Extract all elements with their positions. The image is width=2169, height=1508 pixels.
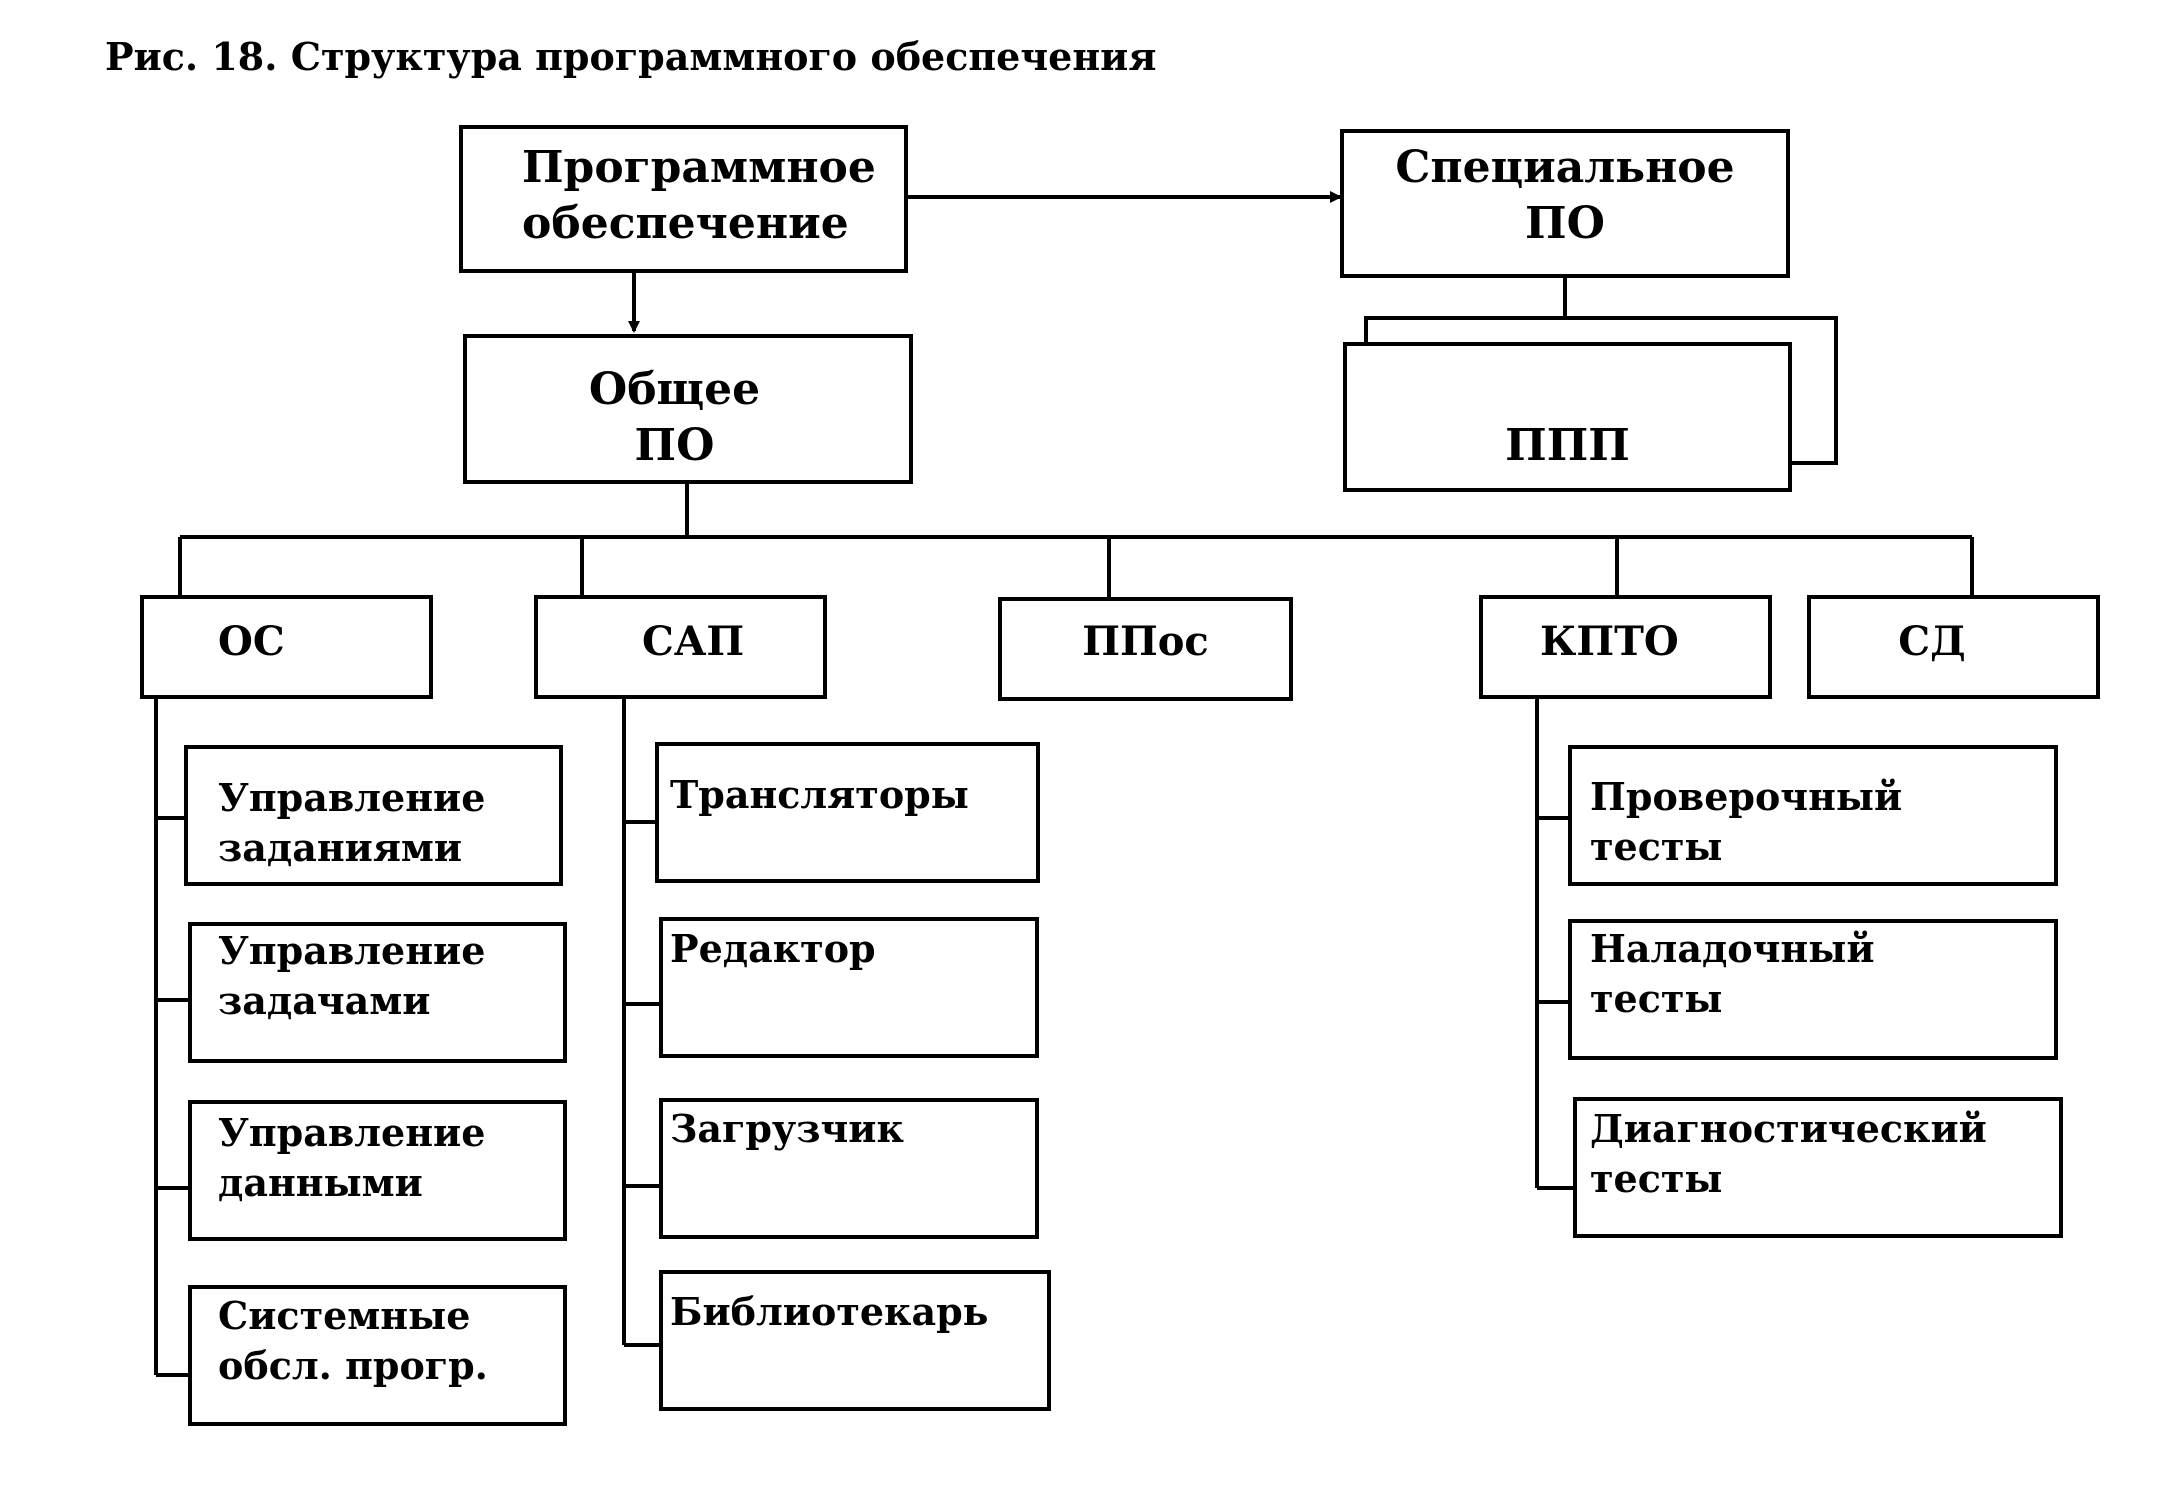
os-child-1-line2: заданиями: [218, 825, 463, 870]
node-ppos: [998, 597, 1293, 701]
figure-caption: Рис. 18. Структура программного обеспече…: [105, 34, 1157, 79]
os-child-3-line2: данными: [218, 1160, 423, 1205]
kpto-child-1-line2: тесты: [1590, 824, 1723, 869]
node-general: [463, 334, 913, 484]
sap-child-3-label: Загрузчик: [670, 1106, 904, 1151]
kpto-child-3-line2: тесты: [1590, 1156, 1723, 1201]
node-special-line1: Специальное: [1395, 142, 1735, 193]
node-ppp: [1343, 342, 1792, 492]
os-child-2-line1: Управление: [218, 928, 486, 973]
os-child-4: [188, 1285, 567, 1426]
kpto-child-2-line1: Наладочный: [1590, 926, 1875, 971]
os-child-4-line2: обсл. прогр.: [218, 1343, 488, 1388]
os-child-2: [188, 922, 567, 1063]
node-sd-label: СД: [1898, 618, 1966, 665]
node-software: [459, 125, 908, 273]
kpto-child-3: [1573, 1097, 2063, 1238]
sap-child-4: [659, 1270, 1051, 1411]
os-child-3-line1: Управление: [218, 1110, 486, 1155]
os-child-1: [184, 745, 563, 886]
os-child-3: [188, 1100, 567, 1241]
sap-child-2: [659, 917, 1039, 1058]
node-general-line1: Общее: [588, 364, 761, 415]
node-os-label: ОС: [218, 618, 285, 665]
node-sap-label: САП: [642, 618, 745, 665]
sap-child-1: [655, 742, 1040, 883]
os-child-4-line1: Системные: [218, 1293, 471, 1338]
node-special-line2: ПО: [1525, 198, 1605, 249]
os-child-1-line1: Управление: [218, 775, 486, 820]
kpto-child-1-line1: Проверочный: [1590, 774, 1903, 819]
node-software-line1: Программное: [522, 142, 876, 193]
node-ppp-label: ППП: [1505, 420, 1630, 471]
sap-child-2-label: Редактор: [670, 926, 876, 971]
kpto-child-3-line1: Диагностический: [1590, 1106, 1987, 1151]
node-general-line2: ПО: [634, 420, 715, 471]
kpto-child-2-line2: тесты: [1590, 976, 1723, 1021]
node-sap: [534, 595, 827, 699]
node-os: [140, 595, 433, 699]
sap-child-4-label: Библиотекарь: [670, 1289, 989, 1334]
node-software-line2: обеспечение: [522, 198, 849, 249]
node-kpto-label: КПТО: [1540, 618, 1679, 665]
node-sd: [1807, 595, 2100, 699]
kpto-child-2: [1568, 919, 2058, 1060]
os-child-2-line2: задачами: [218, 978, 431, 1023]
node-ppos-label: ППос: [1082, 618, 1209, 665]
node-kpto: [1479, 595, 1772, 699]
kpto-child-1: [1568, 745, 2058, 886]
sap-child-3: [659, 1098, 1039, 1239]
node-special: [1340, 129, 1790, 278]
sap-child-1-label: Трансляторы: [670, 772, 969, 817]
